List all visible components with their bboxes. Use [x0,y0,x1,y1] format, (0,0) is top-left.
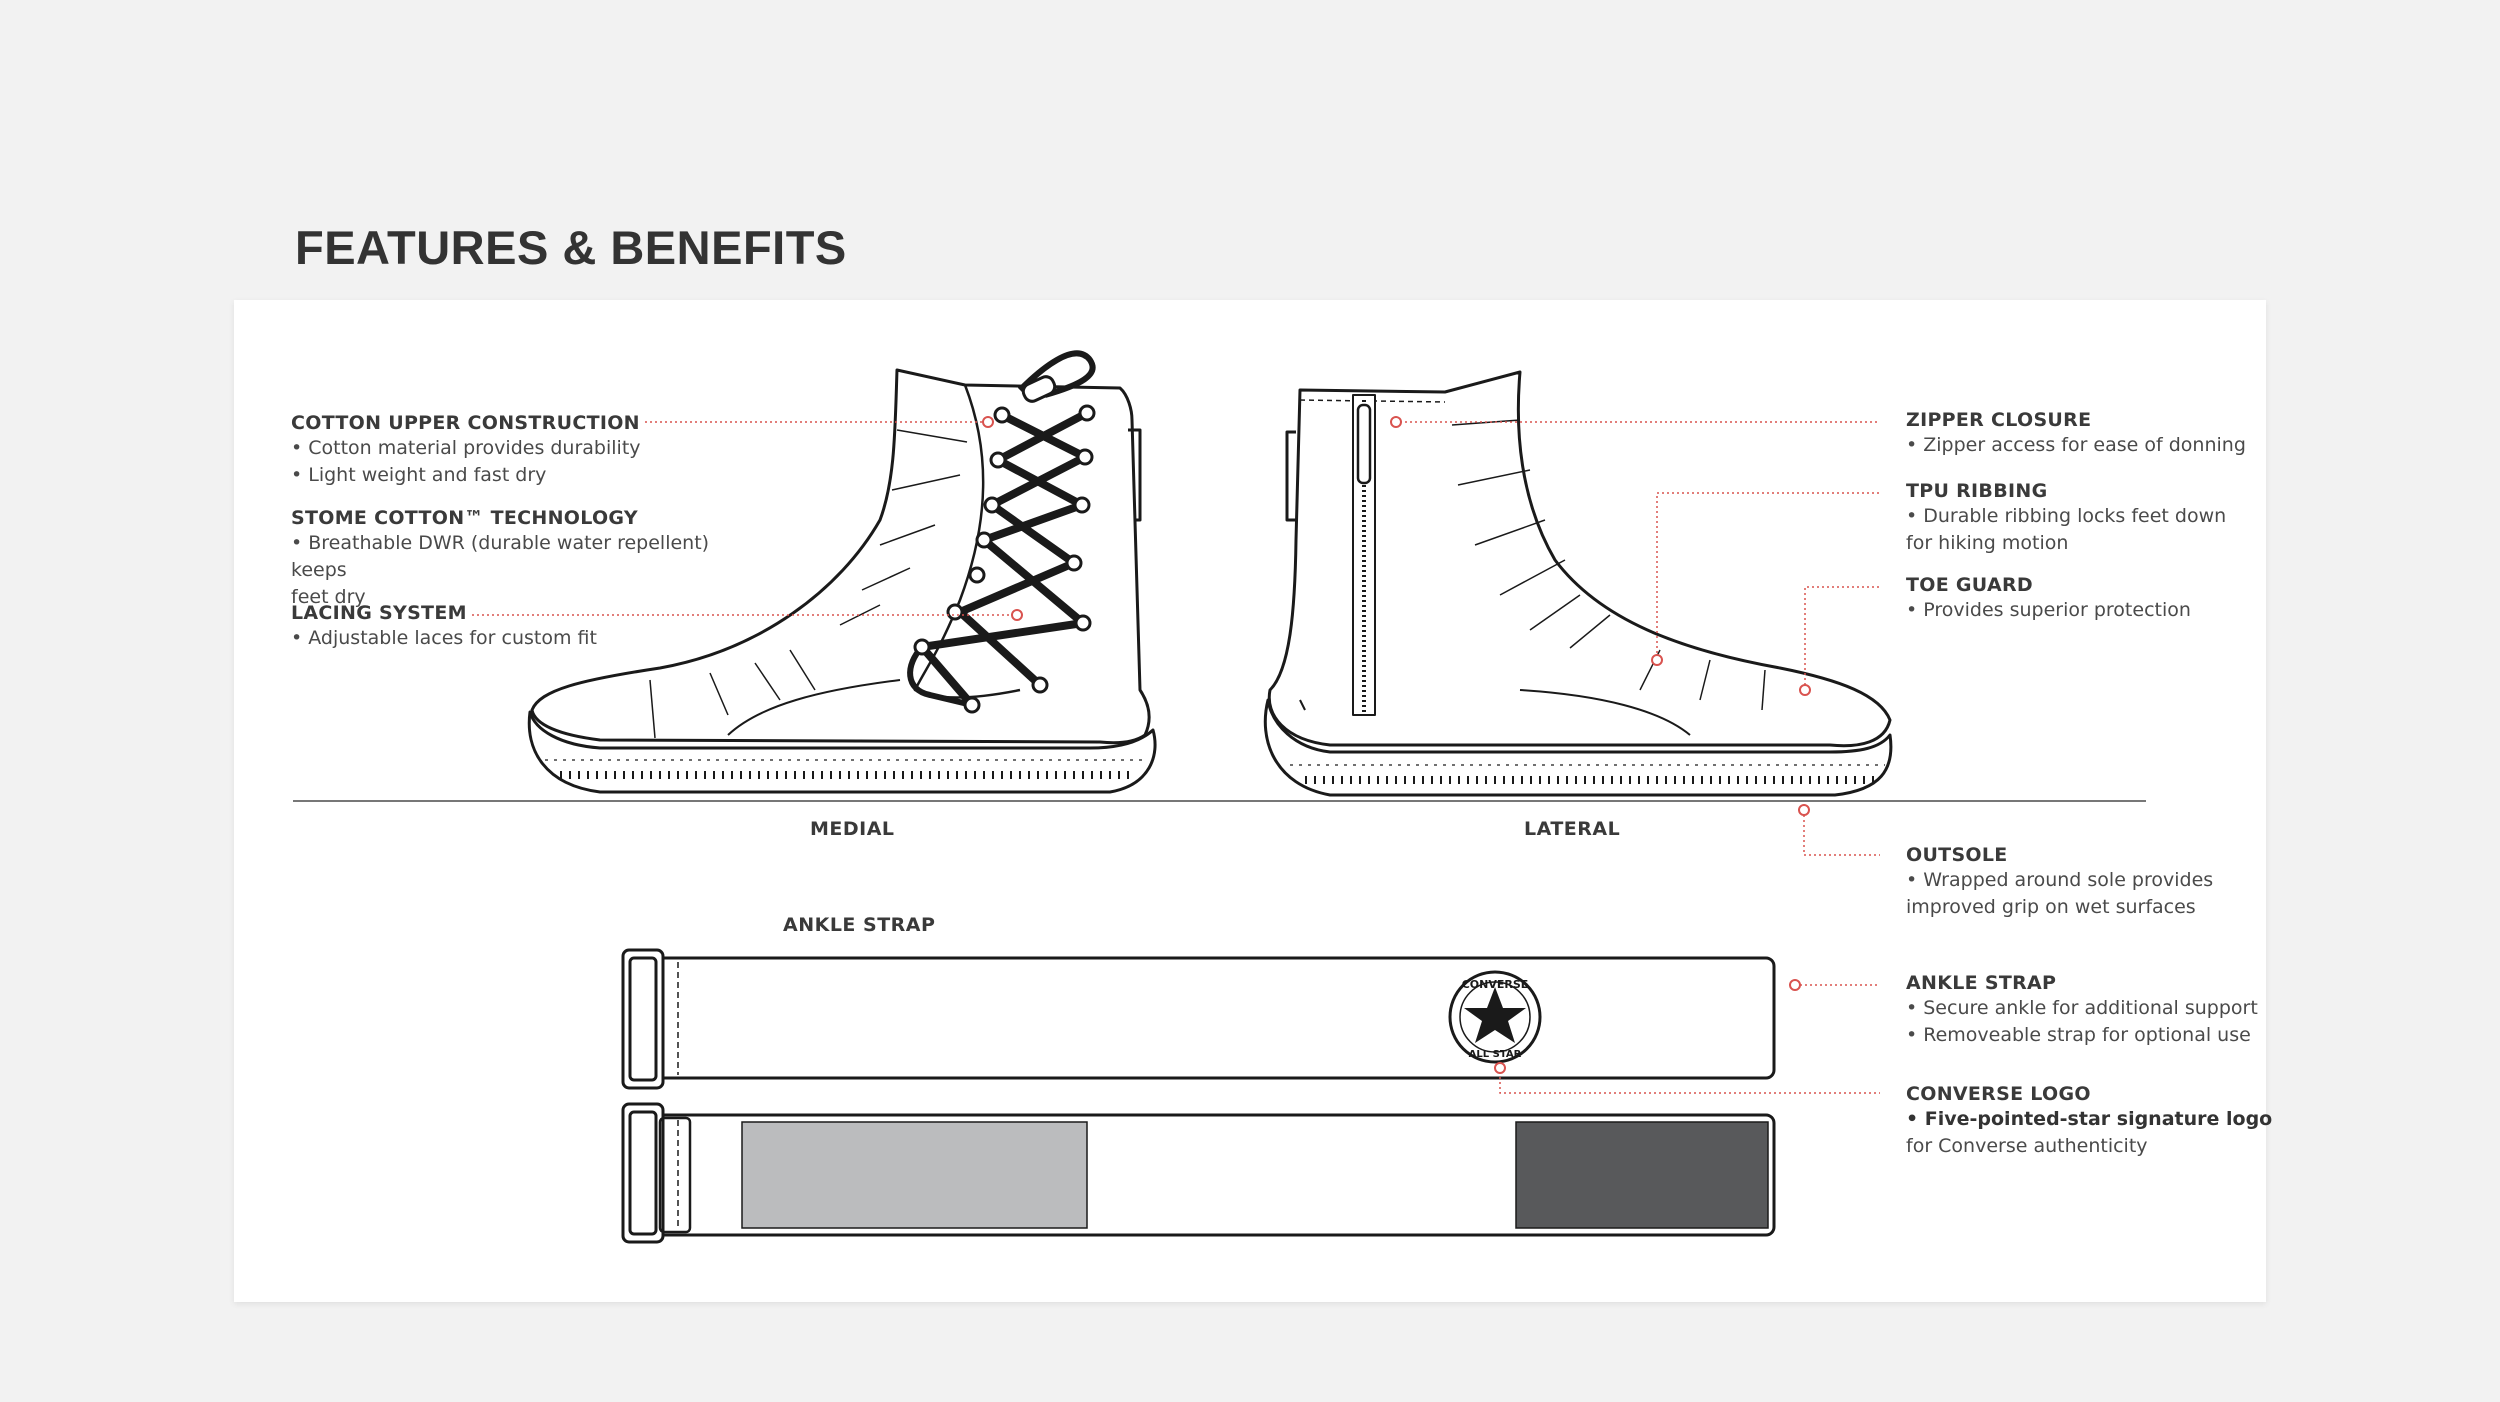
feature-line: • Zipper access for ease of donning [1906,434,2246,456]
feature-converse-logo: CONVERSE LOGO • Five-pointed-star signat… [1906,1082,2376,1160]
feature-line: • Cotton material provides durability [291,437,641,459]
feature-cotton-upper: COTTON UPPER CONSTRUCTION • Cotton mater… [291,411,761,489]
feature-line: for hiking motion [1906,532,2069,554]
feature-lacing-system: LACING SYSTEM • Adjustable laces for cus… [291,601,761,652]
feature-line: • Wrapped around sole provides [1906,869,2214,891]
medial-eyelets [913,404,1096,714]
feature-line: for Converse authenticity [1906,1135,2148,1157]
medial-label: MEDIAL [810,818,895,840]
feature-line: • Breathable DWR (durable water repellen… [291,532,710,581]
page-title: FEATURES & BENEFITS [295,221,847,274]
logo-subtext: ALL STAR [1469,1049,1522,1060]
callout-lines [472,421,1880,1094]
feature-title: ANKLE STRAP [1906,972,2057,994]
feature-outsole: OUTSOLE • Wrapped around sole provides i… [1906,843,2376,921]
logo-text: CONVERSE [1462,978,1529,991]
ankle-strap-top [621,948,1776,1090]
feature-line: • Removeable strap for optional use [1906,1024,2251,1046]
feature-line: improved grip on wet surfaces [1906,896,2196,918]
feature-line: • Light weight and fast dry [291,464,547,486]
feature-stome-cotton: STOME COTTON™ TECHNOLOGY • Breathable DW… [291,506,761,611]
feature-title: STOME COTTON™ TECHNOLOGY [291,507,638,529]
feature-title: OUTSOLE [1906,844,2008,866]
ankle-strap-label: ANKLE STRAP [783,914,936,936]
feature-line-strong: • Five-pointed-star signature logo [1906,1108,2273,1130]
feature-title: LACING SYSTEM [291,602,467,624]
feature-tpu-ribbing: TPU RIBBING • Durable ribbing locks feet… [1906,479,2376,557]
feature-toe-guard: TOE GUARD • Provides superior protection [1906,573,2376,624]
lace-toggle [1021,375,1057,403]
medial-laces [918,409,1091,709]
ankle-strap-bottom [621,1102,1776,1244]
feature-line: • Durable ribbing locks feet down [1906,505,2227,527]
feature-line: • Secure ankle for additional support [1906,997,2258,1019]
feature-title: TOE GUARD [1906,574,2033,596]
feature-ankle-strap: ANKLE STRAP • Secure ankle for additiona… [1906,971,2376,1049]
feature-title: CONVERSE LOGO [1906,1083,2091,1105]
feature-line: • Adjustable laces for custom fit [291,627,597,649]
feature-title: ZIPPER CLOSURE [1906,409,2092,431]
feature-line: feet dry [291,586,366,608]
feature-title: TPU RIBBING [1906,480,2048,502]
lace-loop [1017,350,1096,398]
converse-logo-badge [1448,970,1542,1064]
lateral-label: LATERAL [1524,818,1621,840]
callout-dots [982,416,1811,1074]
feature-line: • Provides superior protection [1906,599,2191,621]
lateral-shoe [1263,370,1893,797]
feature-zipper-closure: ZIPPER CLOSURE • Zipper access for ease … [1906,408,2376,459]
feature-title: COTTON UPPER CONSTRUCTION [291,412,640,434]
